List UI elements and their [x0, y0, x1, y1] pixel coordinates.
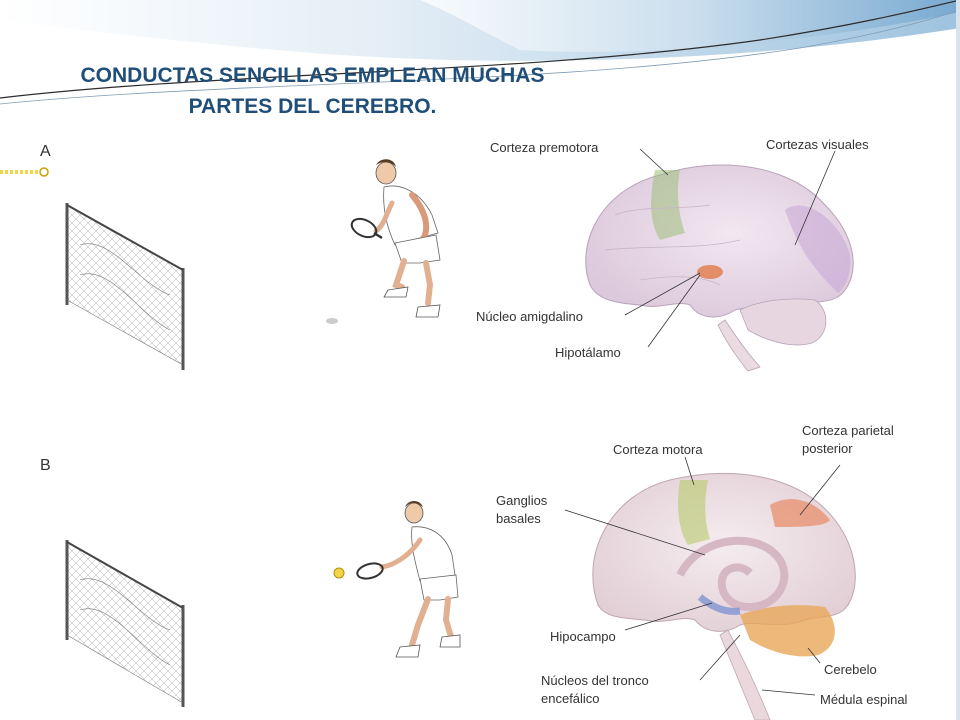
region-amygdala — [697, 265, 723, 279]
slide-right-edge — [956, 0, 960, 720]
label-corteza-parietal-line1: Corteza parietal — [802, 423, 894, 438]
figure-drawing — [0, 148, 856, 720]
label-nucleo-amigdalino: Núcleo amigdalino — [476, 309, 583, 324]
region-premotor — [651, 170, 685, 240]
label-cortezas-visuales: Cortezas visuales — [766, 137, 869, 152]
label-ganglios-line1: Ganglios — [496, 493, 548, 508]
label-cerebelo: Cerebelo — [824, 662, 877, 677]
region-parietal — [770, 499, 830, 527]
label-corteza-motora: Corteza motora — [613, 442, 703, 457]
label-ganglios-line2: basales — [496, 511, 541, 526]
region-visual — [785, 205, 851, 293]
brain-lateral-a — [585, 148, 854, 372]
label-hipotalamo: Hipotálamo — [555, 345, 621, 360]
neuro-figure: A B Corteza premotora Cortezas visuales … — [0, 135, 945, 720]
slide-title: CONDUCTAS SENCILLAS EMPLEAN MUCHAS PARTE… — [0, 60, 625, 122]
brain-medial-b — [564, 456, 856, 720]
tennis-ball — [333, 567, 345, 579]
tennis-player-b — [333, 501, 461, 658]
title-line-1: CONDUCTAS SENCILLAS EMPLEAN MUCHAS — [80, 64, 545, 87]
panel-letter-b: B — [40, 457, 51, 474]
label-corteza-parietal-line2: posterior — [802, 441, 853, 456]
header-swoosh — [0, 0, 960, 105]
tennis-player-a — [326, 159, 441, 324]
label-medula-espinal: Médula espinal — [820, 692, 908, 707]
region-motor — [678, 480, 710, 545]
region-hippocampus — [697, 594, 741, 615]
panel-letter-a: A — [40, 143, 51, 160]
tennis-net-a — [65, 203, 185, 370]
label-nucleos-line2: encefálico — [541, 691, 600, 706]
tennis-net-b — [65, 540, 185, 707]
title-line-2: PARTES DEL CEREBRO. — [188, 95, 437, 118]
label-hipocampo: Hipocampo — [550, 629, 616, 644]
region-cerebellum — [740, 605, 835, 657]
ball-trail-a — [0, 167, 49, 177]
label-corteza-premotora: Corteza premotora — [490, 140, 599, 155]
label-nucleos-line1: Núcleos del tronco — [541, 673, 649, 688]
